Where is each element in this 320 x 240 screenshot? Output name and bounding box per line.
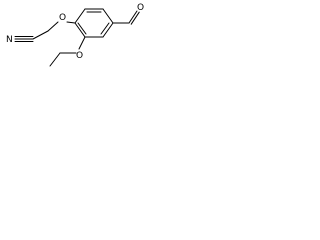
ring-bond-3	[102, 8, 114, 24]
bond-carbonyl-double-1	[128, 10, 138, 24]
atom-label-oxygen-top: O	[59, 13, 66, 23]
aldehyde-group: O	[112, 3, 144, 25]
atom-label-aldehyde-oxygen: O	[137, 3, 144, 13]
bond-ring-to-ethoxy-oxygen	[78, 36, 86, 50]
bond-nitrile-carbon-to-methylene	[32, 30, 49, 40]
bond-carbonyl-double-2	[130, 11, 140, 25]
bond-methylene-to-oxygen	[47, 21, 59, 32]
ring-inner-double-bond-3	[77, 22, 87, 35]
bond-oxygen-to-ring	[66, 21, 76, 24]
atom-label-nitrogen: N	[6, 35, 13, 45]
ring-bond-4	[102, 22, 114, 38]
ring-bond-1	[74, 8, 86, 24]
benzene-ring	[74, 8, 114, 38]
ether-linkage-top: O	[47, 13, 76, 32]
atom-label-oxygen-bottom: O	[76, 51, 83, 61]
ethoxy-group: O	[49, 36, 86, 67]
ring-inner-double-bond-2	[100, 22, 110, 35]
nitrile-group: N	[6, 30, 49, 45]
ring-bond-6	[74, 22, 86, 38]
chemical-structure: N O O O	[6, 3, 144, 67]
bond-ethyl-ch2-to-ch3	[49, 52, 61, 67]
